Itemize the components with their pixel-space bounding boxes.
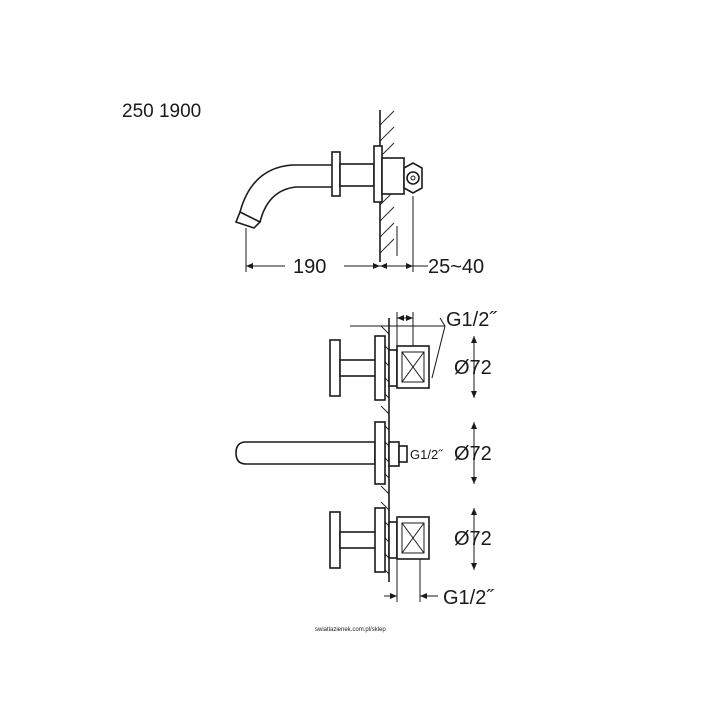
middle-thread-label: G1/2˝ bbox=[410, 447, 444, 462]
middle-rosette bbox=[374, 421, 386, 485]
front-spout-body bbox=[235, 441, 376, 465]
bottom-valve: Ø72 G1/2˝ bbox=[329, 507, 494, 609]
middle-diameter-label: Ø72 bbox=[454, 443, 492, 465]
front-view: G1/2˝ Ø72 G1/2˝ Ø72 Ø72 bbox=[235, 309, 497, 609]
dim-wall-range: 25~40 bbox=[428, 256, 484, 278]
side-flange-left bbox=[331, 151, 341, 197]
dim-spout-length: 190 bbox=[293, 256, 326, 278]
top-diameter-label: Ø72 bbox=[454, 357, 492, 379]
middle-spout: G1/2˝ Ø72 bbox=[235, 421, 492, 485]
bottom-thread-label: G1/2˝ bbox=[443, 587, 494, 609]
model-number: 250 1900 bbox=[122, 101, 201, 122]
side-spout bbox=[234, 164, 332, 229]
bottom-diameter-label: Ø72 bbox=[454, 528, 492, 550]
top-cross-handle bbox=[329, 339, 341, 397]
bottom-rosette bbox=[374, 507, 386, 573]
side-rosette bbox=[373, 145, 383, 203]
bottom-cross-handle bbox=[329, 511, 341, 569]
top-thread-label: G1/2˝ bbox=[446, 309, 497, 331]
middle-connector bbox=[398, 445, 408, 463]
side-hex-connector bbox=[403, 162, 423, 194]
top-valve: G1/2˝ Ø72 bbox=[329, 309, 497, 401]
top-rosette bbox=[374, 335, 386, 401]
side-view: 190 25~40 bbox=[234, 110, 484, 278]
watermark-url: swiatlazienek.com.pl/sklep bbox=[315, 627, 386, 633]
